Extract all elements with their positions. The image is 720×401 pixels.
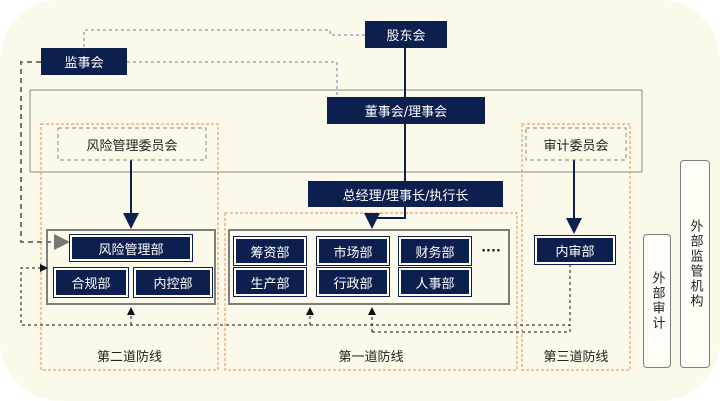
fundraising-dept-node: 筹资部	[234, 237, 306, 265]
risk-dept-node: 风险管理部	[70, 235, 192, 261]
internal-audit-dept-node: 内审部	[535, 236, 615, 264]
external-audit-label: 外部审计	[649, 271, 665, 331]
first-line-dept-group	[228, 229, 510, 305]
market-dept-node: 市场部	[317, 237, 389, 265]
gm-to-first-line-arrow	[364, 207, 406, 229]
second-line-caption: 第二道防线	[96, 349, 162, 365]
audit-committee-label: 审计委员会	[543, 138, 609, 154]
admin-dept-node: 行政部	[317, 268, 389, 296]
compliance-dept-node: 合规部	[54, 268, 128, 297]
audit-feedback-lower-dashed	[372, 325, 571, 333]
risk-committee-label: 风险管理委员会	[86, 138, 178, 154]
external-regulators-label: 外部监管机构	[687, 219, 703, 309]
external-regulators-box: 外部监管机构	[680, 160, 710, 368]
audit-committee-frame	[525, 127, 627, 161]
gm-node: 总经理/理事长/执行长	[308, 181, 503, 207]
hr-dept-node: 人事部	[399, 268, 471, 296]
third-line-caption: 第三道防线	[543, 349, 609, 365]
supervisors-node: 监事会	[41, 48, 127, 75]
second-line-region	[40, 123, 219, 371]
more-depts-ellipsis: ····	[481, 243, 501, 259]
risk-committee-frame	[57, 127, 207, 161]
supervisors-to-board-dashed	[127, 61, 338, 97]
third-line-region	[521, 123, 631, 371]
first-line-caption: 第一道防线	[338, 349, 404, 365]
shareholders-node: 股东会	[365, 21, 447, 48]
finance-dept-node: 财务部	[399, 237, 471, 265]
shareholders-to-supervisors-dashed	[83, 29, 365, 48]
internal-control-dept-node: 内控部	[134, 268, 212, 297]
production-dept-node: 生产部	[234, 268, 306, 296]
supervisors-to-risk-dept-dashed	[20, 61, 70, 250]
board-node: 董事会/理事会	[327, 97, 485, 124]
external-audit-box: 外部审计	[643, 234, 671, 368]
board-region	[29, 89, 643, 173]
